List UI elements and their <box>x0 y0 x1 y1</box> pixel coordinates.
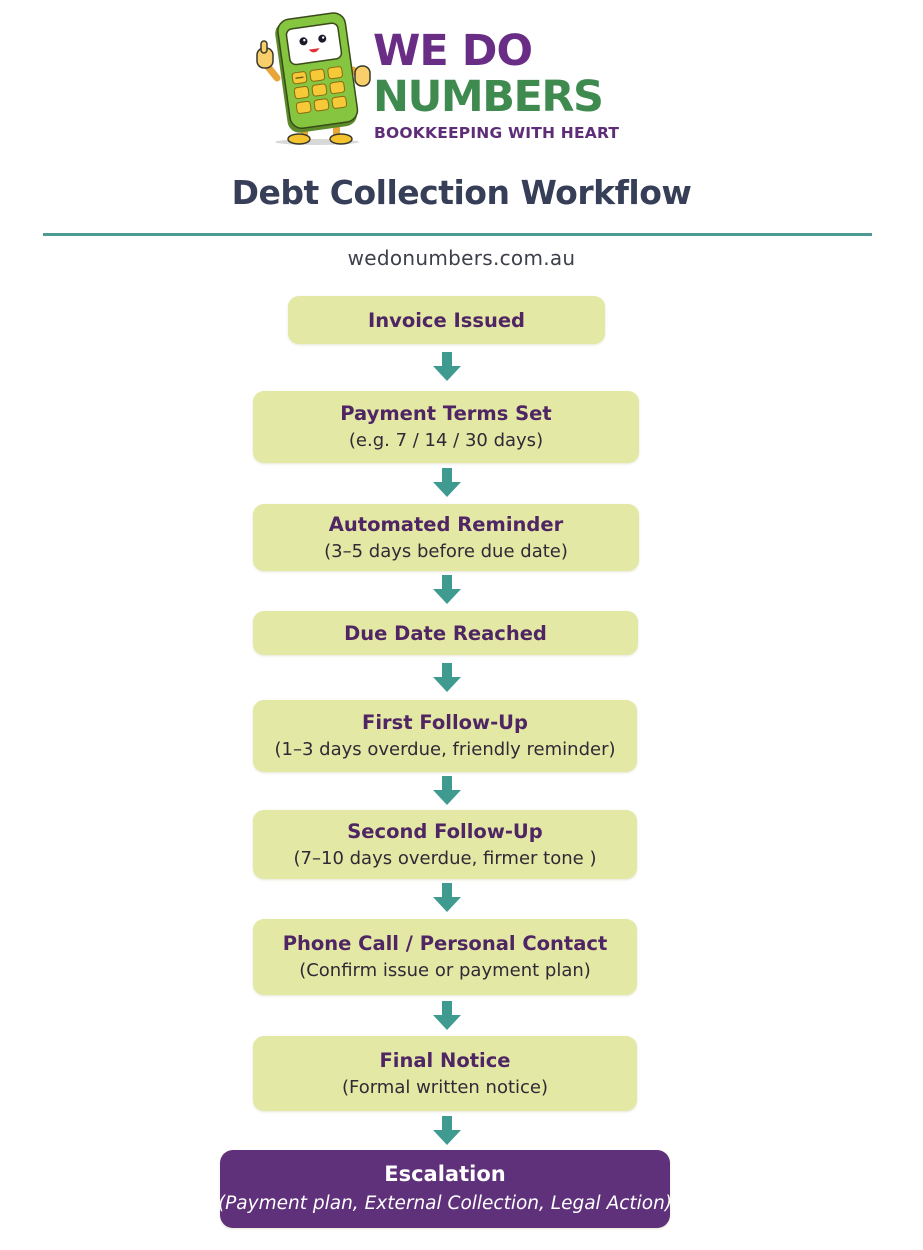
down-arrow-icon <box>433 883 461 912</box>
step-second-follow-up: Second Follow-Up (7–10 days overdue, fir… <box>253 810 637 879</box>
brand-logo: WE DO NUMBERS BOOKKEEPING WITH HEART <box>255 8 655 150</box>
step-title: Invoice Issued <box>367 308 526 332</box>
brand-name-line2: NUMBERS <box>373 72 604 122</box>
step-subtitle: (1–3 days overdue, friendly reminder) <box>274 739 616 760</box>
step-subtitle: (e.g. 7 / 14 / 30 days) <box>348 430 544 451</box>
down-arrow-icon <box>433 1116 461 1145</box>
step-final-notice: Final Notice (Formal written notice) <box>253 1036 637 1111</box>
step-title: Phone Call / Personal Contact <box>282 932 608 955</box>
page-title: Debt Collection Workflow <box>231 173 692 212</box>
step-escalation: Escalation (Payment plan, External Colle… <box>217 1150 673 1228</box>
step-title: Final Notice <box>379 1048 511 1072</box>
step-payment-terms-set: Payment Terms Set (e.g. 7 / 14 / 30 days… <box>253 391 639 463</box>
step-title: Escalation <box>384 1162 506 1186</box>
step-invoice-issued: Invoice Issued <box>288 296 605 344</box>
step-first-follow-up: First Follow-Up (1–3 days overdue, frien… <box>253 700 637 772</box>
step-subtitle: (7–10 days overdue, firmer tone ) <box>293 847 597 869</box>
step-subtitle: (3–5 days before due date) <box>324 540 568 562</box>
down-arrow-icon <box>433 352 461 381</box>
down-arrow-icon <box>433 776 461 805</box>
calculator-mascot-icon <box>256 12 371 145</box>
down-arrow-icon <box>433 1001 461 1030</box>
step-title: Automated Reminder <box>328 512 564 536</box>
step-subtitle: (Confirm issue or payment plan) <box>299 960 591 981</box>
step-automated-reminder: Automated Reminder (3–5 days before due … <box>253 504 639 571</box>
step-subtitle: (Payment plan, External Collection, Lega… <box>217 1193 673 1214</box>
step-due-date-reached: Due Date Reached <box>253 611 638 655</box>
step-subtitle: (Formal written notice) <box>341 1076 549 1098</box>
down-arrow-icon <box>433 663 461 692</box>
step-title: Due Date Reached <box>344 621 547 645</box>
down-arrow-icon <box>433 468 461 497</box>
step-title: First Follow-Up <box>362 711 528 734</box>
down-arrow-icon <box>433 575 461 604</box>
brand-tagline: BOOKKEEPING WITH HEART <box>374 124 620 142</box>
brand-name-line1: WE DO <box>373 26 533 76</box>
website-link[interactable]: wedonumbers.com.au <box>347 246 576 270</box>
step-title: Second Follow-Up <box>347 819 543 843</box>
title-divider <box>43 233 872 236</box>
step-title: Payment Terms Set <box>340 402 552 425</box>
step-phone-call-personal-contact: Phone Call / Personal Contact (Confirm i… <box>253 919 637 995</box>
